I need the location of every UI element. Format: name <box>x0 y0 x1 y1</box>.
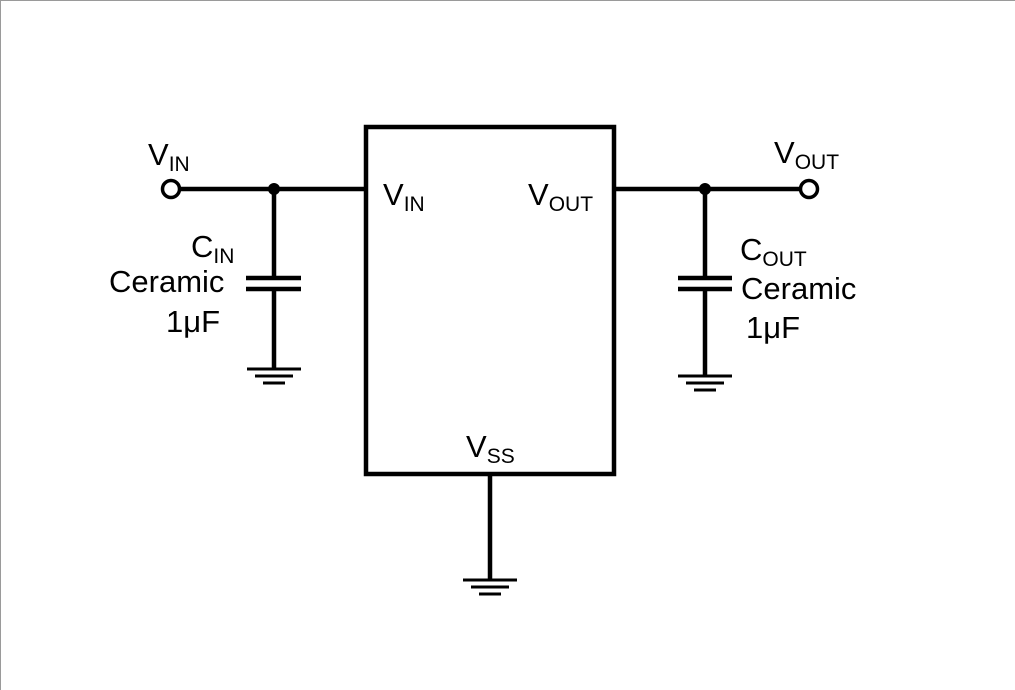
vss-ground-icon <box>463 578 517 596</box>
vout-terminal-label: VOUT <box>774 135 839 174</box>
cout-ground-icon <box>678 374 732 392</box>
ic-pin-vin-label: VIN <box>383 177 425 216</box>
cout-value: 1μF <box>746 310 800 345</box>
cin-designator: CIN <box>191 229 234 268</box>
cout-designator: COUT <box>740 232 807 271</box>
cin-type: Ceramic <box>109 264 224 299</box>
cout-type: Ceramic <box>741 271 856 306</box>
vin-terminal-icon <box>160 178 182 200</box>
cin-ground-icon <box>247 367 301 385</box>
ic-pin-vout-label: VOUT <box>528 177 593 216</box>
vin-terminal-label: VIN <box>148 137 190 176</box>
vout-terminal-icon <box>798 178 820 200</box>
cin-value: 1μF <box>166 304 220 339</box>
cin-junction-dot <box>268 183 280 195</box>
ic-pin-vss-label: VSS <box>466 429 515 468</box>
cout-junction-dot <box>699 183 711 195</box>
